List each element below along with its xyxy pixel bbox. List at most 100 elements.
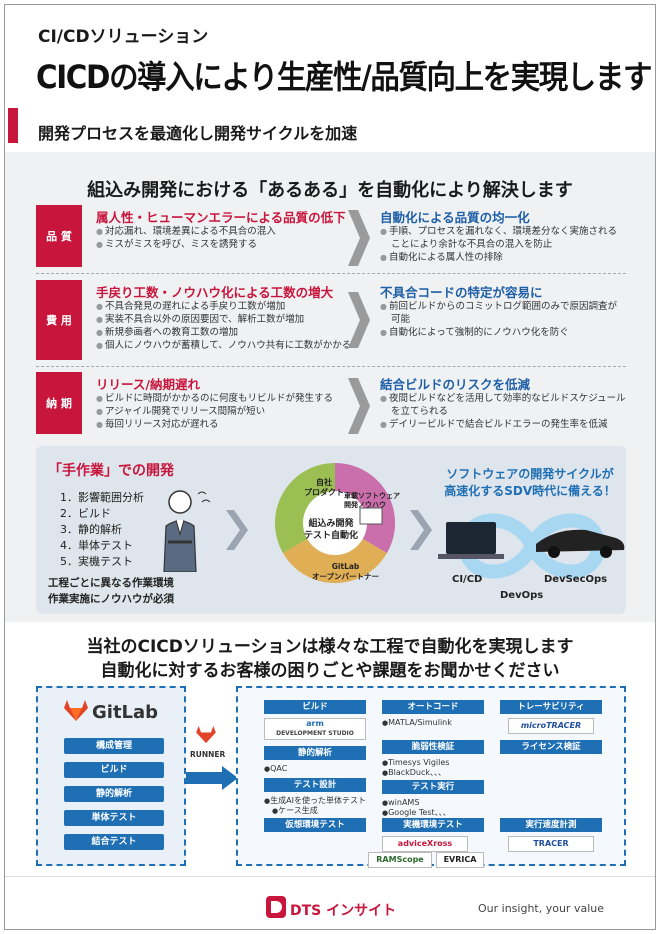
cycle-center: 組込み開発 テスト自動化 — [304, 518, 358, 542]
cycle-seg-label: 車載ソフトウェア — [344, 492, 400, 500]
tool-note: winAMS Google Test、、、 — [382, 798, 451, 818]
cat-build: ビルド — [264, 700, 366, 714]
step-item: 1．影響範囲分析 — [60, 491, 144, 504]
arrow-right-icon — [348, 292, 370, 348]
arrow-right-icon — [226, 510, 248, 550]
bullet: ミスがミスを呼び、ミスを誘発する — [96, 238, 276, 251]
tool-note-line: Timesys Vigiles — [382, 758, 449, 768]
footer-divider — [5, 876, 655, 877]
runner-label: RUNNER — [190, 750, 226, 759]
gitlab-step-config: 構成管理 — [64, 738, 164, 754]
cat-vuln: 脆弱性検証 — [382, 740, 484, 754]
tool-note-line: BlackDuck、、、 — [382, 768, 449, 778]
row-tag-delivery: 納 期 — [36, 372, 82, 434]
cat-autocode: オートコード — [382, 700, 484, 714]
cycle-seg-product: 自社 プロダクト — [304, 478, 344, 498]
label-cicd: CI/CD — [452, 574, 483, 585]
divider — [36, 273, 626, 274]
sdv-line: ソフトウェアの開発サイクルが — [446, 467, 614, 481]
problem-heading: リリース/納期遅れ — [96, 377, 200, 392]
bullet: 新規参画者への教育工数の増加 — [96, 326, 351, 339]
runner-fox-icon — [196, 726, 216, 744]
evrica-logo: EVRICA — [436, 852, 484, 868]
message-line-2: 自動化に対するお客様の困りごとや課題をお聞かせください — [100, 661, 560, 681]
cycle-center-label: テスト自動化 — [304, 531, 359, 541]
sdv-line: 高速化するSDV時代に備える！ — [444, 484, 616, 498]
tool-note: 生成AIを使った単体テスト ケース生成 — [264, 796, 366, 816]
section-title: 組込み開発における「あるある」を自動化により解決します — [87, 180, 573, 201]
gitlab-step-static: 静的解析 — [64, 786, 164, 802]
bullet: 毎回リリース対応が遅れる — [96, 418, 333, 431]
bullet: 対応漏れ、環境差異による不具合の混入 — [96, 225, 276, 238]
cat-testdesign: テスト設計 — [264, 778, 366, 792]
cat-license: ライセンス検証 — [500, 740, 602, 754]
eyebrow-label: CI/CDソリューション — [38, 27, 209, 47]
bullet: 実装不具合以外の原因要因で、解析工数が増加 — [96, 313, 351, 326]
bullet: 個人にノウハウが蓄積して、ノウハウ共有に工数がかかる — [96, 339, 351, 352]
step-item: 3．静的解析 — [60, 523, 122, 536]
company-name: DTS インサイト — [290, 903, 397, 919]
solution-heading: 不具合コードの特定が容易に — [380, 285, 543, 300]
arrow-right-icon — [348, 378, 370, 434]
step-item: 4．単体テスト — [60, 539, 133, 552]
solution-bullets: 夜間ビルドなどを活用して効率的なビルドスケジュール を立てられる デイリービルド… — [380, 392, 626, 431]
bullet: ビルドに時間がかかるのに何度もリビルドが発生する — [96, 392, 333, 405]
cat-realtest: 実機環境テスト — [382, 818, 484, 832]
cat-static: 静的解析 — [264, 746, 366, 760]
solution-heading: 自動化による品質の均一化 — [380, 210, 530, 225]
cycle-seg-label: 自社 — [316, 478, 332, 487]
gitlab-step-unit: 単体テスト — [64, 810, 164, 826]
manual-title: 「手作業」での開発 — [48, 463, 174, 479]
cycle-seg-label: オープンパートナー — [312, 572, 380, 581]
bullet: 手順、プロセスを漏れなく、環境差分なく実施される — [380, 225, 617, 238]
tool-note: MATLA/Simulink — [382, 718, 452, 728]
solution-bullets: 手順、プロセスを漏れなく、環境差分なく実施される ことにより余計な不具合の混入を… — [380, 225, 617, 264]
subtitle-accent-bar — [8, 108, 18, 143]
bullet: 前回ビルドからのコミットログ範囲のみで原因調査が — [380, 300, 617, 313]
solution-heading: 結合ビルドのリスクを低減 — [380, 377, 531, 392]
microtracer-logo: microTRACER — [508, 718, 594, 734]
label-devops: DevOps — [500, 590, 544, 601]
cycle-seg-gitlab: GitLab オープンパートナー — [312, 562, 379, 582]
problem-heading: 手戻り工数・ノウハウ化による工数の増大 — [96, 285, 334, 300]
tool-note-line: MATLA/Simulink — [382, 718, 452, 728]
solution-bullets: 前回ビルドからのコミットログ範囲のみで原因調査が 可能 自動化によって強制的にノ… — [380, 300, 617, 339]
problem-bullets: 対応漏れ、環境差異による不具合の混入 ミスがミスを呼び、ミスを誘発する — [96, 225, 276, 251]
row-tag-quality: 品 質 — [36, 205, 82, 267]
gitlab-logo-text: GitLab — [92, 702, 159, 723]
gitlab-fox-icon — [64, 700, 88, 721]
cat-trace: トレーサビリティ — [500, 700, 602, 714]
cat-speed: 実行速度計測 — [500, 818, 602, 832]
step-item: 2．ビルド — [60, 507, 111, 520]
cycle-center-label: 組込み開発 — [308, 519, 354, 529]
label-devsecops: DevSecOps — [544, 574, 608, 585]
bullet: デイリービルドで結合ビルドエラーの発生率を低減 — [380, 418, 626, 431]
tool-note-line: winAMS — [382, 798, 451, 808]
bullet: 不具合発見の遅れによる手戻り工数が増加 — [96, 300, 351, 313]
cycle-seg-label: 開発ノウハウ — [344, 501, 386, 509]
bullet-continuation: 可能 — [391, 314, 411, 325]
tool-note-line: ケース生成 — [264, 806, 366, 816]
page-subtitle: 開発プロセスを最適化し開発サイクルを加速 — [38, 124, 358, 143]
arm-logo-line: arm — [306, 719, 324, 728]
arrow-right-icon — [410, 510, 432, 550]
tool-note: Timesys Vigiles BlackDuck、、、 — [382, 758, 449, 778]
gitlab-step-integration: 結合テスト — [64, 834, 164, 850]
dev-cycle-diagram — [274, 463, 396, 584]
divider — [36, 366, 626, 367]
problem-bullets: ビルドに時間がかかるのに何度もリビルドが発生する アジャイル開発でリリース間隔が… — [96, 392, 333, 431]
bullet: 夜間ビルドなどを活用して効率的なビルドスケジュール — [380, 392, 626, 405]
message-line-1: 当社のCICDソリューションは様々な工程で自動化を実現します — [86, 637, 574, 657]
row-tag-cost: 費 用 — [36, 280, 82, 360]
worried-engineer-illustration — [163, 490, 211, 572]
tool-note-line: Google Test、、、 — [382, 808, 451, 818]
arrow-right-icon — [186, 766, 238, 790]
manual-note: 工程ごとに異なる作業環境 作業実施にノウハウが必須 — [48, 575, 174, 607]
manual-note-line: 作業実施にノウハウが必須 — [48, 593, 174, 605]
ramscope-logo: RAMScope — [368, 852, 432, 868]
tool-note-line: QAC — [264, 764, 287, 774]
bullet: 自動化によって強制的にノウハウ化を防ぐ — [380, 326, 617, 339]
cat-virtual: 仮想環境テスト — [264, 818, 366, 832]
step-item: 5．実機テスト — [60, 555, 133, 568]
bullet-continuation: ことにより余計な不具合の混入を防止 — [391, 239, 553, 250]
